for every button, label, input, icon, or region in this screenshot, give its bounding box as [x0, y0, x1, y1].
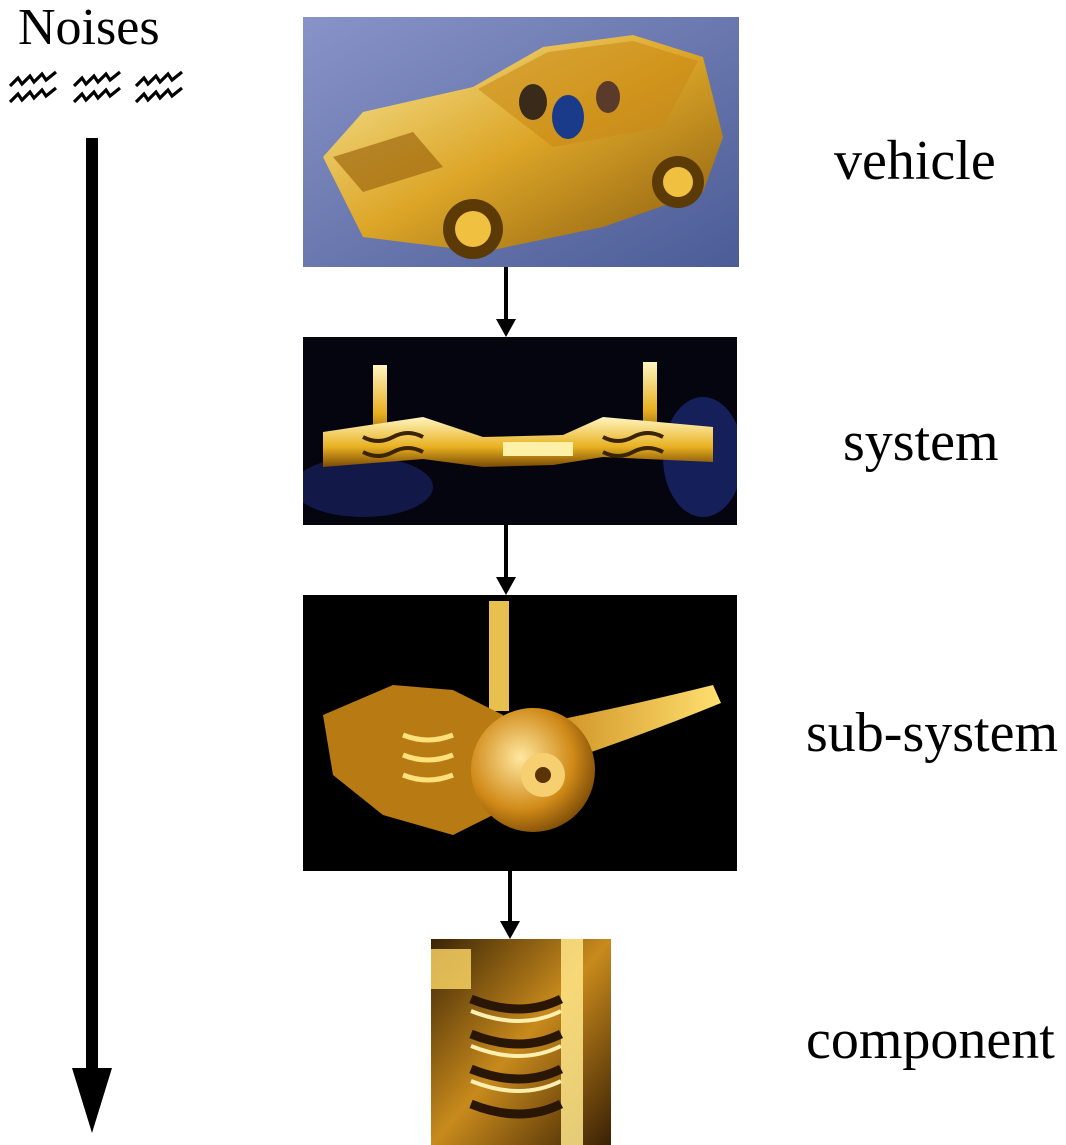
link-arrow-1 [494, 267, 518, 337]
level-label-system: system [843, 414, 999, 470]
noises-title: Noises [18, 2, 160, 54]
zigzag-noise-icon [8, 70, 188, 114]
system-image [303, 337, 737, 525]
component-image [431, 939, 611, 1145]
level-label-component: component [806, 1012, 1055, 1068]
vehicle-image [303, 17, 739, 267]
level-label-vehicle: vehicle [834, 133, 996, 189]
link-arrow-2 [494, 525, 518, 595]
link-arrow-3 [498, 871, 522, 939]
noise-flow-arrow [62, 138, 122, 1133]
sub-system-image [303, 595, 737, 871]
level-label-sub-system: sub-system [806, 705, 1058, 761]
